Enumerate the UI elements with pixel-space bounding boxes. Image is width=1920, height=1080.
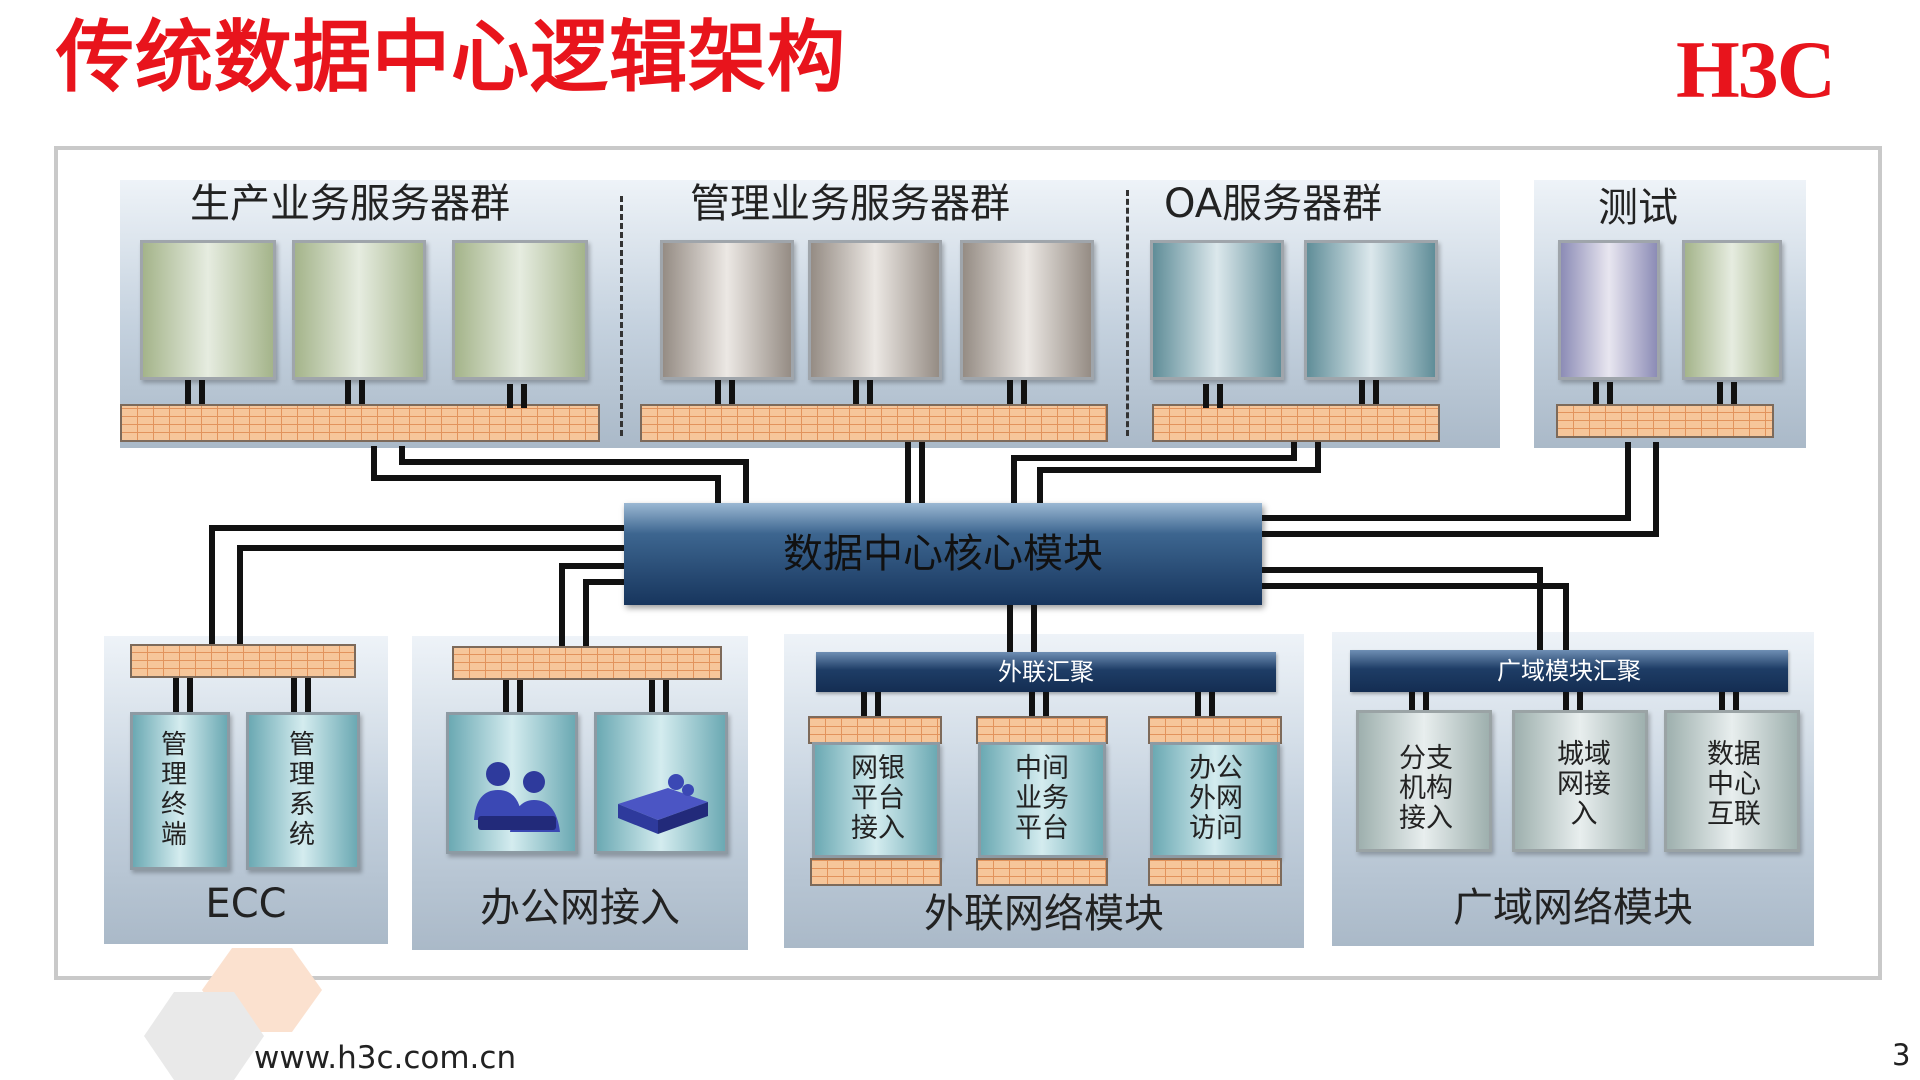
external-item-box [1150, 742, 1280, 858]
h3c-logo: H3C [1676, 24, 1836, 115]
management-server [960, 240, 1094, 380]
group-separator [1126, 190, 1129, 436]
test-group-title: 测试 [1598, 185, 1678, 231]
external-bottom-switch [976, 858, 1108, 886]
oa-group-title: OA服务器群 [1164, 181, 1383, 227]
external-top-switch [808, 716, 942, 744]
ecc-access-switch [130, 644, 356, 678]
external-item-label: 办公外网访问 [1189, 753, 1243, 844]
decorative-hexagons [144, 948, 322, 1080]
users-icon [474, 762, 560, 832]
production-server [140, 240, 276, 380]
oa-server [1304, 240, 1438, 380]
wan-item-label: 城域网接入 [1557, 739, 1611, 830]
printer-icon [618, 774, 708, 834]
wan-item-box [1356, 710, 1492, 852]
core-module [624, 503, 1262, 605]
test-server [1558, 240, 1660, 380]
external-aggregation-switch: 外联汇聚 [816, 652, 1276, 692]
test-access-switch [1556, 404, 1774, 438]
production-group-title: 生产业务服务器群 [190, 181, 510, 227]
wan-item-label: 数据中心互联 [1707, 739, 1761, 830]
ecc-management-terminal [130, 712, 230, 870]
ecc-item-label: 管理终端 [160, 730, 187, 850]
footer-url: www.h3c.com.cn [254, 1040, 517, 1076]
production-access-switch [120, 404, 600, 442]
wan-network-title: 广域网络模块 [1453, 885, 1693, 931]
management-access-switch [640, 404, 1108, 442]
oa-access-switch [1152, 404, 1440, 442]
external-item-box [978, 742, 1106, 858]
management-group-title: 管理业务服务器群 [690, 181, 1010, 227]
external-bottom-switch [1148, 858, 1282, 886]
external-item-box [812, 742, 940, 858]
external-item-label: 网银平台接入 [851, 753, 905, 844]
external-network-title: 外联网络模块 [924, 891, 1164, 937]
test-server [1682, 240, 1782, 380]
slide-title: 传统数据中心逻辑架构 [56, 13, 847, 103]
ecc-item-label: 管理系统 [288, 730, 315, 850]
management-server [660, 240, 794, 380]
office-access-switch [452, 646, 722, 680]
external-item-label: 中间业务平台 [1015, 753, 1069, 844]
wan-item-box [1664, 710, 1800, 852]
office-access-title: 办公网接入 [480, 885, 680, 931]
wan-item-label: 分支机构接入 [1399, 743, 1453, 834]
external-top-switch [976, 716, 1108, 744]
production-server [292, 240, 426, 380]
core-module-label: 数据中心核心模块 [783, 531, 1103, 577]
management-server [808, 240, 942, 380]
group-separator [620, 196, 623, 436]
external-bottom-switch [810, 858, 942, 886]
ecc-management-system [246, 712, 360, 870]
ecc-title: ECC [205, 881, 287, 927]
production-server [452, 240, 588, 380]
wan-item-box [1512, 710, 1648, 852]
wan-aggregation-switch: 广域模块汇聚 [1350, 650, 1788, 692]
page-number: 3 [1892, 1038, 1911, 1072]
oa-server [1150, 240, 1284, 380]
external-top-switch [1148, 716, 1282, 744]
